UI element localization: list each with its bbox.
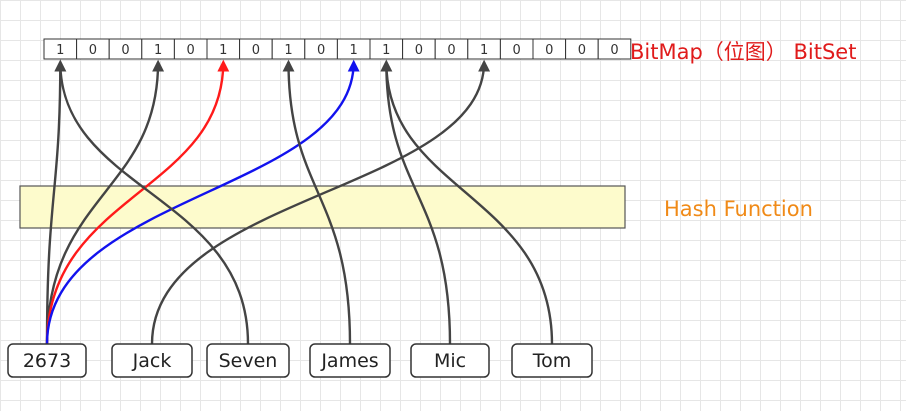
key-node: Mic (410, 343, 490, 378)
connectors (45, 59, 554, 345)
bit-value: 0 (578, 43, 586, 58)
hash-mapping-arrow (380, 59, 452, 345)
bit-cell: 0 (304, 38, 338, 60)
bit-value: 1 (284, 43, 292, 58)
bit-value: 0 (121, 43, 129, 58)
key-node-box (309, 343, 391, 378)
bit-cell: 1 (467, 38, 501, 60)
bit-value: 1 (382, 43, 390, 58)
bit-cell-box (597, 38, 632, 60)
bit-value: 0 (447, 43, 455, 58)
bit-value: 0 (610, 43, 618, 58)
bit-cell: 1 (369, 38, 404, 60)
key-node-box (410, 343, 490, 378)
key-label: Seven (219, 350, 278, 372)
hash-mapping-arrow (282, 59, 352, 345)
bit-cell: 0 (565, 38, 599, 60)
hash-mapping-arrow (45, 59, 360, 345)
bit-value: 1 (56, 43, 64, 58)
bit-value: 0 (252, 43, 260, 58)
bit-cell: 1 (141, 38, 175, 60)
key-label: 2673 (23, 350, 71, 372)
bit-value: 0 (89, 43, 97, 58)
bit-cell: 0 (499, 38, 534, 60)
bit-value: 0 (317, 43, 325, 58)
bit-value: 0 (415, 43, 423, 58)
key-node: 2673 (7, 343, 87, 378)
hash-mapping-arrow (45, 59, 230, 345)
bit-cell: 0 (173, 38, 208, 60)
bit-cell: 0 (108, 38, 143, 60)
key-label: Mic (434, 350, 466, 372)
hash-mapping-arrow (45, 59, 67, 345)
bit-cell: 0 (434, 38, 469, 60)
bit-value: 0 (545, 43, 553, 58)
key-node: Jack (111, 343, 193, 378)
key-node-box (511, 343, 593, 378)
hash-mapping-arrow (54, 59, 250, 345)
bit-value: 1 (154, 43, 162, 58)
key-label: Tom (532, 350, 572, 372)
key-label: Jack (132, 350, 172, 372)
bit-cell: 1 (43, 38, 78, 60)
bit-value: 0 (187, 43, 195, 58)
key-node-box (7, 343, 87, 378)
hash-mapping-arrow (380, 59, 554, 345)
bit-value: 1 (350, 43, 358, 58)
key-node-box (111, 343, 193, 378)
bitmap-array: 1 0 0 1 0 1 0 1 0 1 1 0 0 1 0 0 0 0 (43, 38, 632, 60)
bit-cell: 0 (76, 38, 110, 60)
bit-cell: 1 (271, 38, 306, 60)
hash-function-label: Hash Function (664, 197, 813, 221)
hash-mapping-arrow (45, 59, 165, 345)
bit-cell: 0 (597, 38, 632, 60)
bit-cell: 0 (532, 38, 567, 60)
key-node-box (206, 343, 290, 378)
bit-value: 1 (219, 43, 227, 58)
key-nodes: 2673 Jack Seven James Mic Tom (7, 343, 593, 378)
bit-cell: 1 (336, 38, 371, 60)
bit-value: 0 (513, 43, 521, 58)
bit-cell: 1 (206, 38, 241, 60)
bit-cell: 0 (402, 38, 436, 60)
bit-cell: 0 (239, 38, 273, 60)
key-node: Seven (206, 343, 290, 378)
bitmap-label: BitMap（位图） BitSet (630, 40, 856, 64)
key-node: Tom (511, 343, 593, 378)
key-node: James (309, 343, 391, 378)
bit-value: 1 (480, 43, 488, 58)
key-label: James (320, 350, 378, 372)
